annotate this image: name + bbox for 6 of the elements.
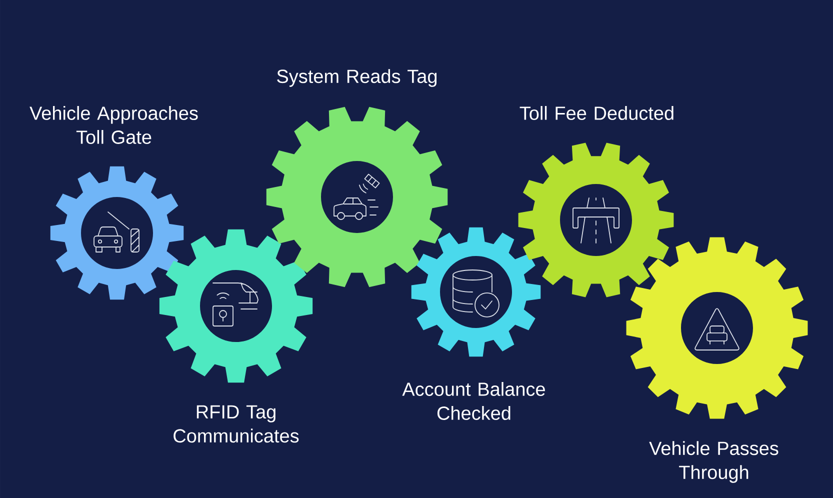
step-label: Account Balance Checked (402, 382, 545, 420)
step-label: Vehicle Passes Through (649, 441, 778, 483)
step-label: RFID Tag Communicates (174, 405, 299, 443)
step-label: Toll Fee Deducted (520, 106, 674, 120)
step-label: System Reads Tag (277, 69, 437, 87)
step-label: Vehicle Approaches Toll Gate (30, 106, 198, 144)
